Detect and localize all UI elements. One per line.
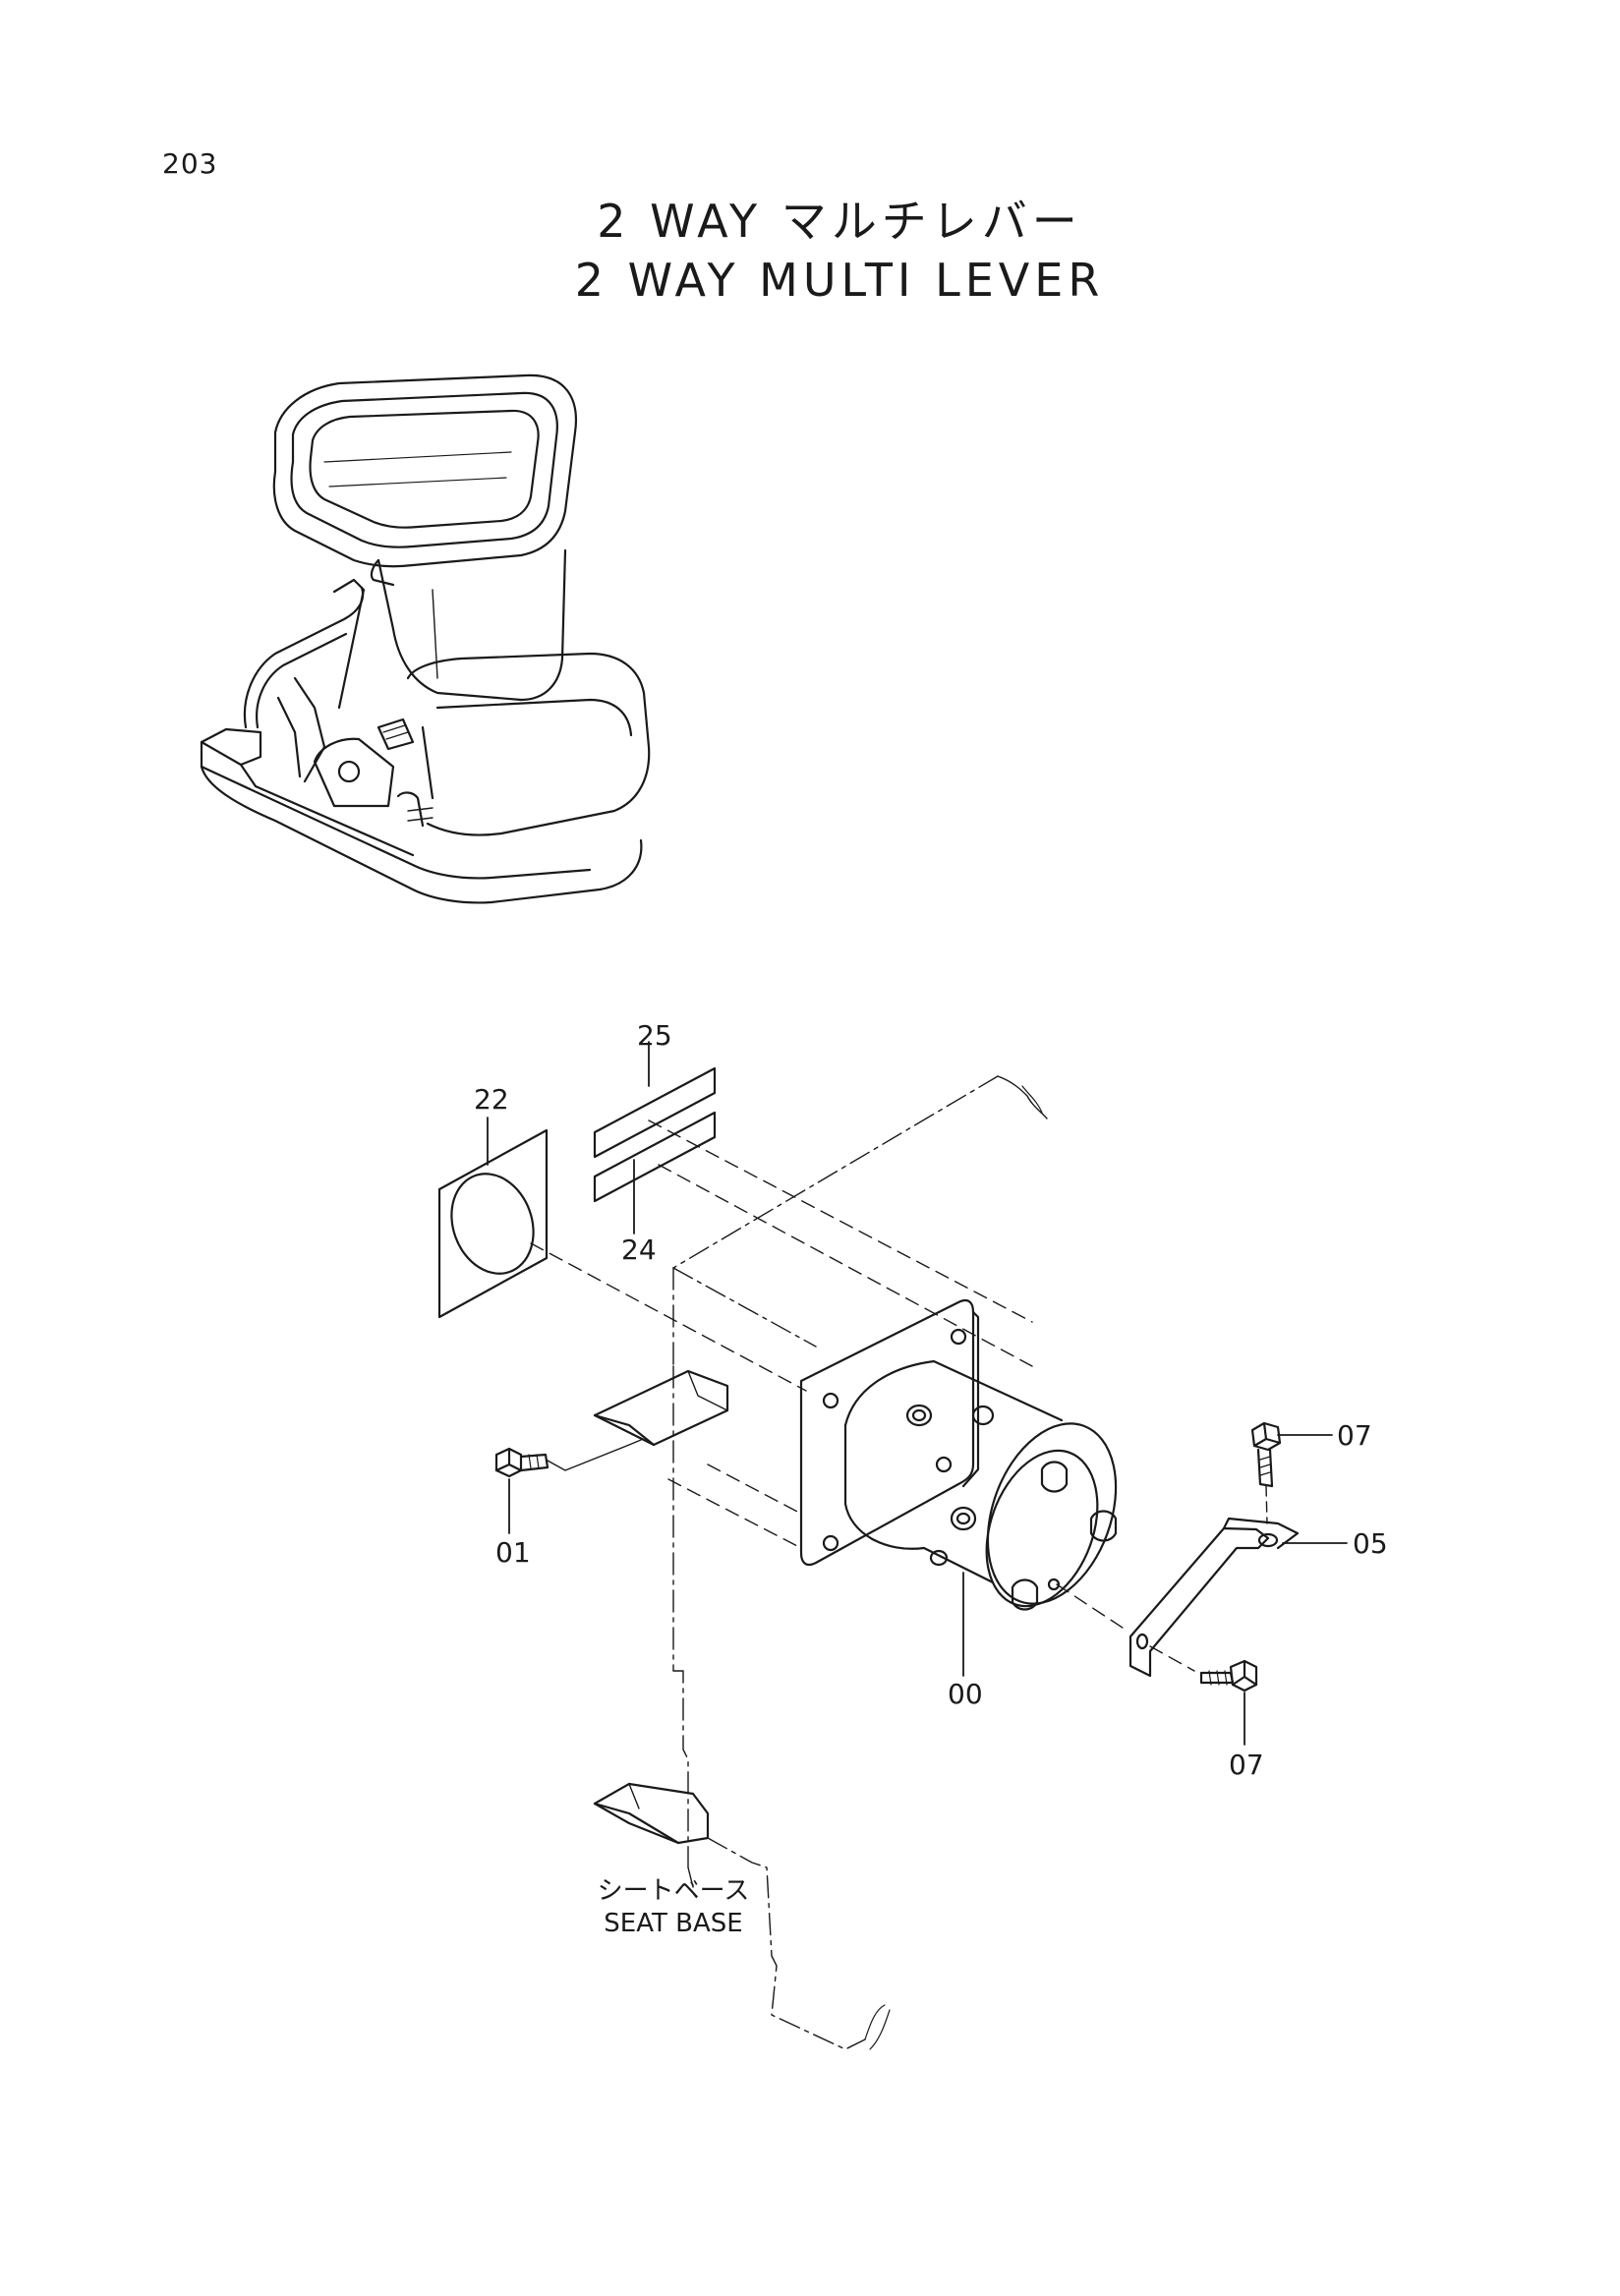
callout-07-lower: 07 (1229, 1749, 1264, 1781)
callout-22: 22 (474, 1083, 509, 1116)
seat-base-label-english: SEAT BASE (604, 1908, 743, 1938)
seat-base-bracket-lower (593, 1782, 710, 1845)
phantom-housing-outline (672, 1267, 817, 1888)
callout-00: 00 (948, 1678, 983, 1710)
part-25-plate (593, 1066, 717, 1159)
page-number: 203 (162, 147, 218, 180)
part-05-bracket (1128, 1517, 1300, 1678)
part-22-gasket (437, 1128, 549, 1319)
page-title-english: 2 WAY MULTI LEVER (574, 254, 1105, 307)
page-title-japanese: 2 WAY マルチレバー (597, 195, 1082, 248)
seat-overview-illustration (200, 373, 651, 904)
part-07-bolt-lower (1199, 1659, 1258, 1693)
reference-line-upper (672, 1075, 999, 1269)
callout-25: 25 (637, 1019, 672, 1052)
callout-01: 01 (495, 1536, 531, 1569)
seat-base-bracket-upper (593, 1369, 729, 1447)
callout-05: 05 (1353, 1527, 1388, 1560)
seat-base-label: シートベース SEAT BASE (570, 1875, 777, 1939)
part-07-bolt-upper (1250, 1421, 1282, 1524)
callout-24: 24 (621, 1234, 657, 1266)
seat-base-label-japanese: シートベース (597, 1876, 750, 1906)
callout-leaders (487, 1041, 1348, 1746)
part-01-bolt (494, 1439, 642, 1478)
assembly-centerlines (530, 1119, 1033, 1549)
callout-07-upper: 07 (1337, 1419, 1372, 1452)
part-00-valve-assembly (799, 1298, 1118, 1611)
